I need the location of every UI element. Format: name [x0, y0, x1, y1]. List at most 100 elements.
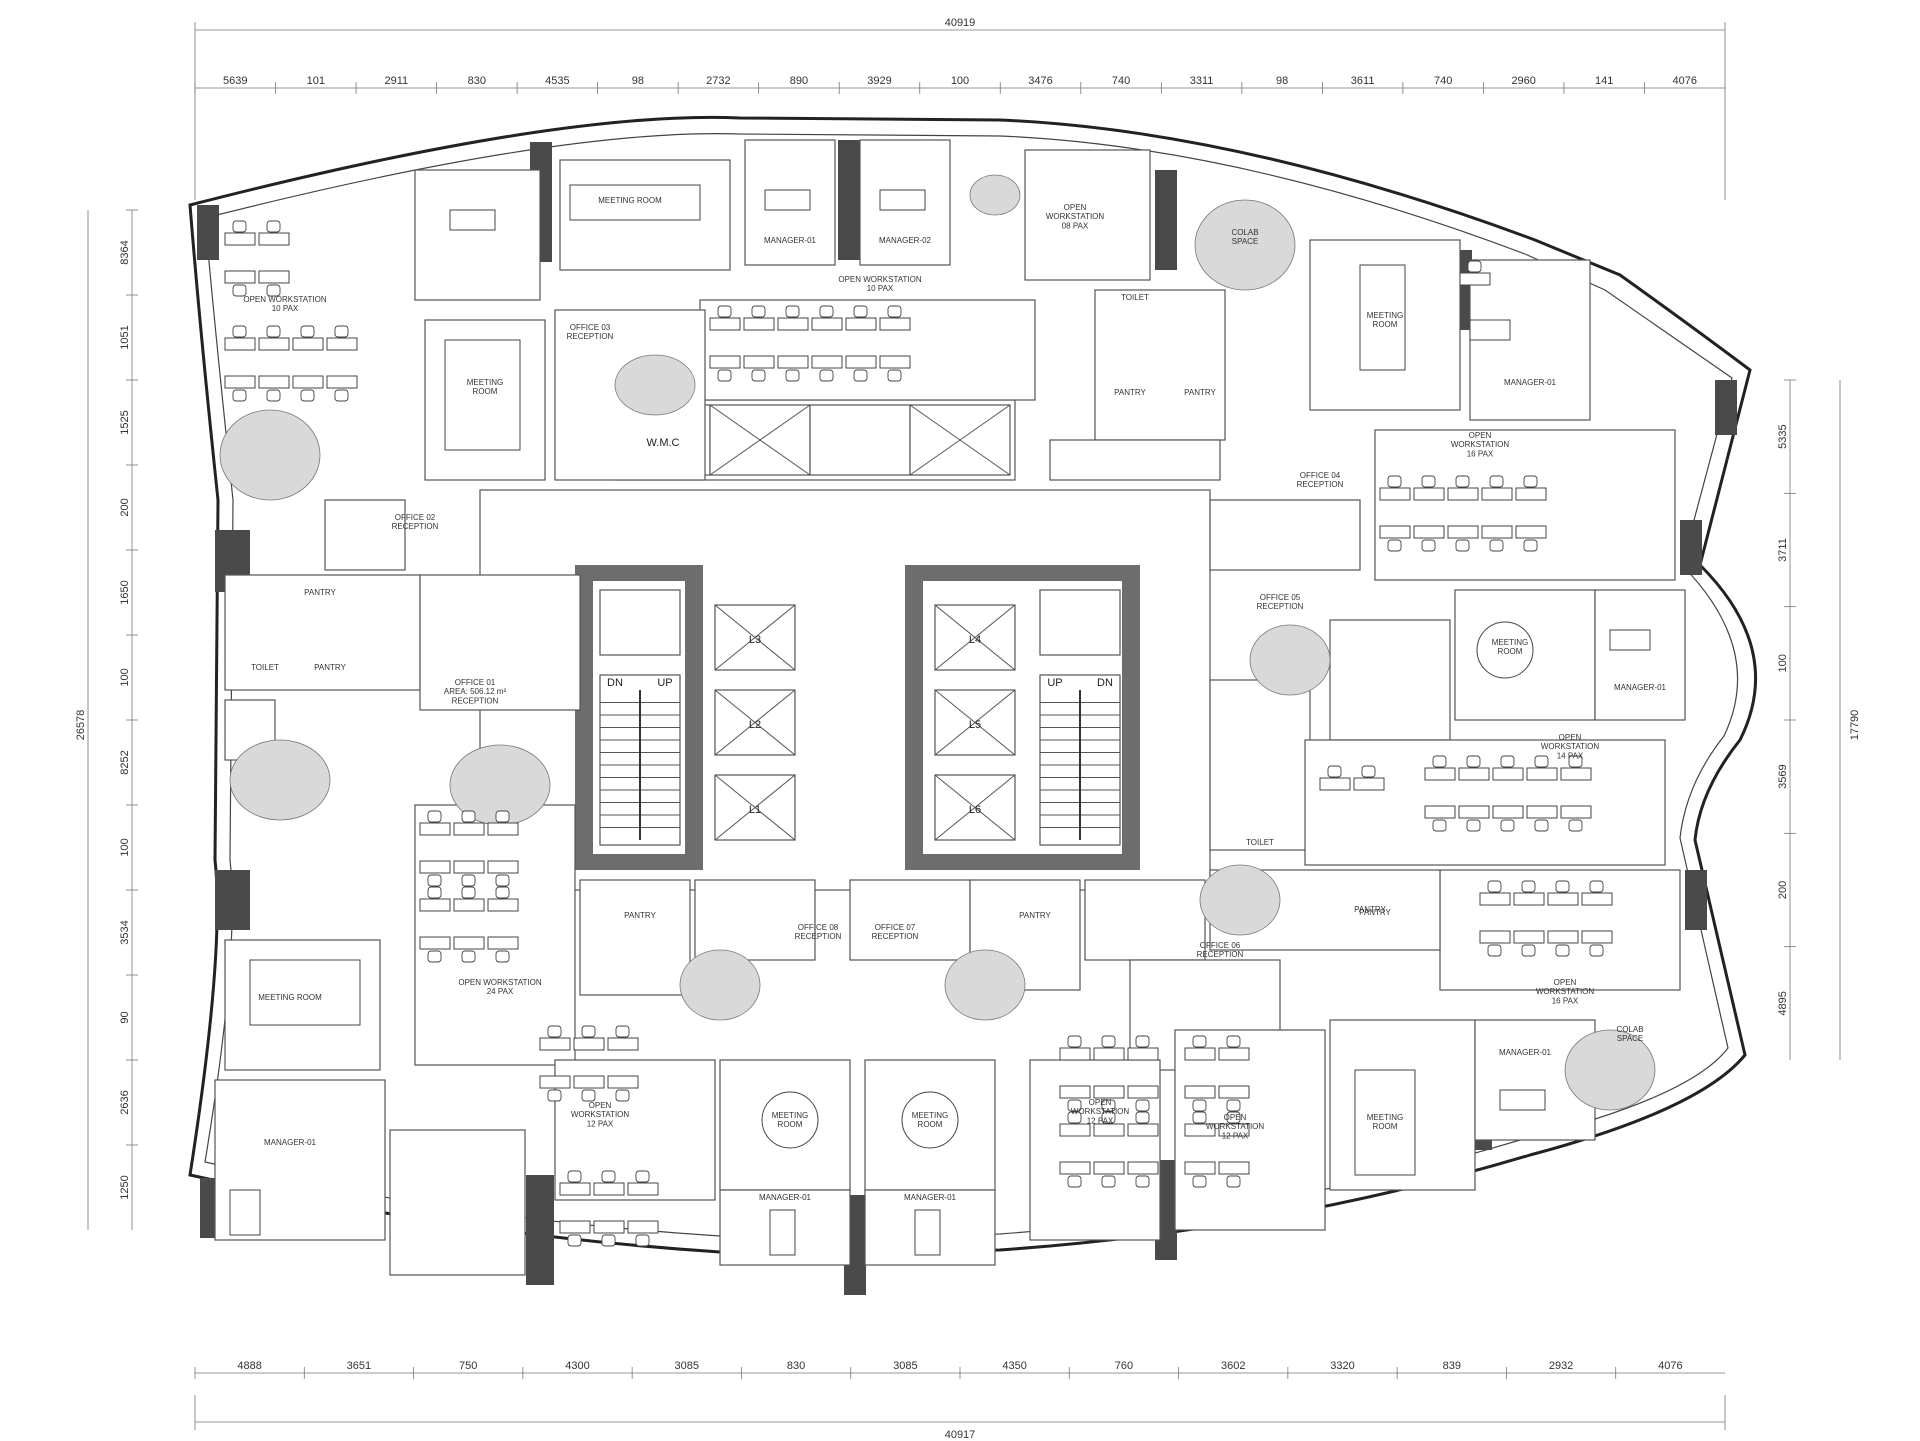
chair [615, 1089, 630, 1102]
dim-bottom-seg-11: 839 [1443, 1360, 1461, 1372]
desk [593, 1182, 625, 1196]
chair [300, 389, 315, 402]
chair [1523, 475, 1538, 488]
room-label-pantry-top2: PANTRY [1184, 388, 1216, 397]
desk [1459, 272, 1491, 286]
desk [1581, 892, 1613, 906]
stair-right-dn: DN [1097, 677, 1113, 689]
chair [567, 1234, 582, 1247]
dim-right-seg-2: 100 [1777, 654, 1789, 672]
chair [1067, 1035, 1082, 1048]
chair [1534, 755, 1549, 768]
chair [1466, 755, 1481, 768]
desk [487, 860, 519, 874]
chair [547, 1025, 562, 1038]
desk [743, 355, 775, 369]
chair [461, 950, 476, 963]
dim-left-seg-0: 8364 [119, 240, 131, 264]
room-label-mgr-s2: MANAGER-01 [904, 1193, 957, 1202]
room-label-toilet-e: TOILET [1246, 838, 1274, 847]
desk [1218, 1047, 1250, 1061]
desk [607, 1075, 639, 1089]
desk [777, 317, 809, 331]
desk [709, 355, 741, 369]
dim-top-seg-8: 3929 [867, 75, 891, 87]
chair [1226, 1035, 1241, 1048]
dim-top-seg-6: 2732 [706, 75, 730, 87]
desk [1515, 487, 1547, 501]
dim-right-seg-5: 4895 [1777, 991, 1789, 1015]
desk [224, 270, 256, 284]
desk [258, 337, 290, 351]
chair [427, 886, 442, 899]
desk [1184, 1161, 1216, 1175]
desk [224, 375, 256, 389]
chair [1523, 539, 1538, 552]
desk [1059, 1161, 1091, 1175]
room-label-pantry-s1: PANTRY [624, 911, 656, 920]
dim-bottom-seg-4: 3085 [675, 1360, 699, 1372]
desk [453, 822, 485, 836]
chair [266, 389, 281, 402]
desk [1481, 525, 1513, 539]
chair [1067, 1175, 1082, 1188]
desk [1093, 1047, 1125, 1061]
dim-bottom-seg-12: 2932 [1549, 1360, 1573, 1372]
dim-left-seg-5: 100 [119, 668, 131, 686]
chair [266, 325, 281, 338]
chair [495, 810, 510, 823]
chair [1500, 819, 1515, 832]
desk [1184, 1047, 1216, 1061]
chair [1455, 539, 1470, 552]
desk [419, 898, 451, 912]
desk [224, 337, 256, 351]
desk [1413, 525, 1445, 539]
dim-bottom-seg-5: 830 [787, 1360, 805, 1372]
dim-left-seg-4: 1650 [119, 580, 131, 604]
room-label-mr-w: MEETING ROOM [258, 993, 322, 1002]
desk [1127, 1085, 1159, 1099]
dim-top-seg-0: 5639 [223, 75, 247, 87]
dim-left-overall: 26578 [75, 710, 87, 741]
room-label-mgr-02a: MANAGER-02 [879, 236, 932, 245]
desk [1513, 930, 1545, 944]
chair [1361, 765, 1376, 778]
chair [751, 369, 766, 382]
desk [487, 822, 519, 836]
chair [1135, 1035, 1150, 1048]
dim-bottom-seg-8: 760 [1115, 1360, 1133, 1372]
chair [1192, 1111, 1207, 1124]
chair [853, 305, 868, 318]
chair [1521, 944, 1536, 957]
desk [573, 1037, 605, 1051]
desk [1458, 767, 1490, 781]
room-label-mgr-s1: MANAGER-01 [759, 1193, 812, 1202]
desk [292, 375, 324, 389]
dim-top-seg-3: 830 [468, 75, 486, 87]
desk [326, 337, 358, 351]
desk [1218, 1161, 1250, 1175]
desk [627, 1220, 659, 1234]
desk [1059, 1085, 1091, 1099]
desk [258, 270, 290, 284]
dim-left-seg-9: 90 [119, 1011, 131, 1023]
desk [1560, 767, 1592, 781]
room-label-pantry-top: PANTRY [1114, 388, 1146, 397]
desk [1479, 892, 1511, 906]
room-label-toilet-top: TOILET [1121, 293, 1149, 302]
chair [547, 1089, 562, 1102]
chair [751, 305, 766, 318]
chair [427, 950, 442, 963]
